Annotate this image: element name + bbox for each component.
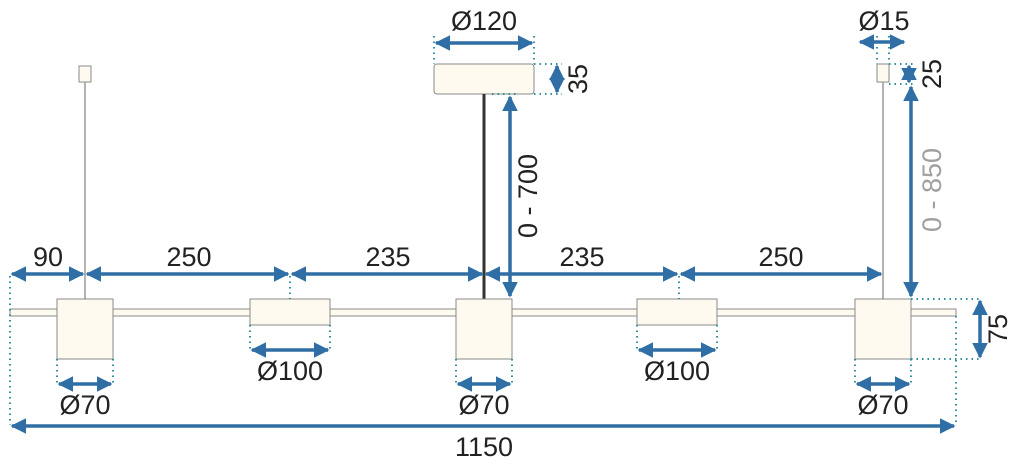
canopy-diameter-label: Ø120 <box>451 6 517 36</box>
flat-lamp-right-diameter: Ø100 <box>644 356 710 386</box>
cylinder-lamp-left-diameter: Ø70 <box>59 390 110 420</box>
hook-diameter-label: Ø15 <box>858 6 909 36</box>
segment-3-label: 235 <box>365 242 410 272</box>
ceiling-canopy <box>433 63 535 95</box>
canopy-height-label: 35 <box>563 64 593 94</box>
cylinder-lamp-right <box>854 298 912 360</box>
cylinder-lamp-center <box>455 298 513 360</box>
flat-lamp-left <box>249 298 331 326</box>
cylinder-lamp-center-diameter: Ø70 <box>458 390 509 420</box>
cylinder-lamp-left <box>56 298 114 360</box>
wire-length-label: 0 - 850 <box>917 148 947 232</box>
lamp-height-label: 75 <box>983 314 1013 344</box>
rod-length-label: 0 - 700 <box>513 154 543 238</box>
left-hook <box>78 65 92 83</box>
cylinder-lamp-right-diameter: Ø70 <box>857 390 908 420</box>
total-length-label: 1150 <box>455 432 513 462</box>
right-hook <box>876 63 890 83</box>
flat-lamp-right <box>636 298 718 326</box>
dimension-arrows <box>10 34 988 434</box>
hook-height-label: 25 <box>917 59 947 89</box>
segment-4-label: 235 <box>559 242 604 272</box>
guide-lines <box>9 36 982 425</box>
segment-1-label: 90 <box>33 242 63 272</box>
segment-5-label: 250 <box>758 242 803 272</box>
flat-lamp-left-diameter: Ø100 <box>257 356 323 386</box>
segment-2-label: 250 <box>166 242 211 272</box>
